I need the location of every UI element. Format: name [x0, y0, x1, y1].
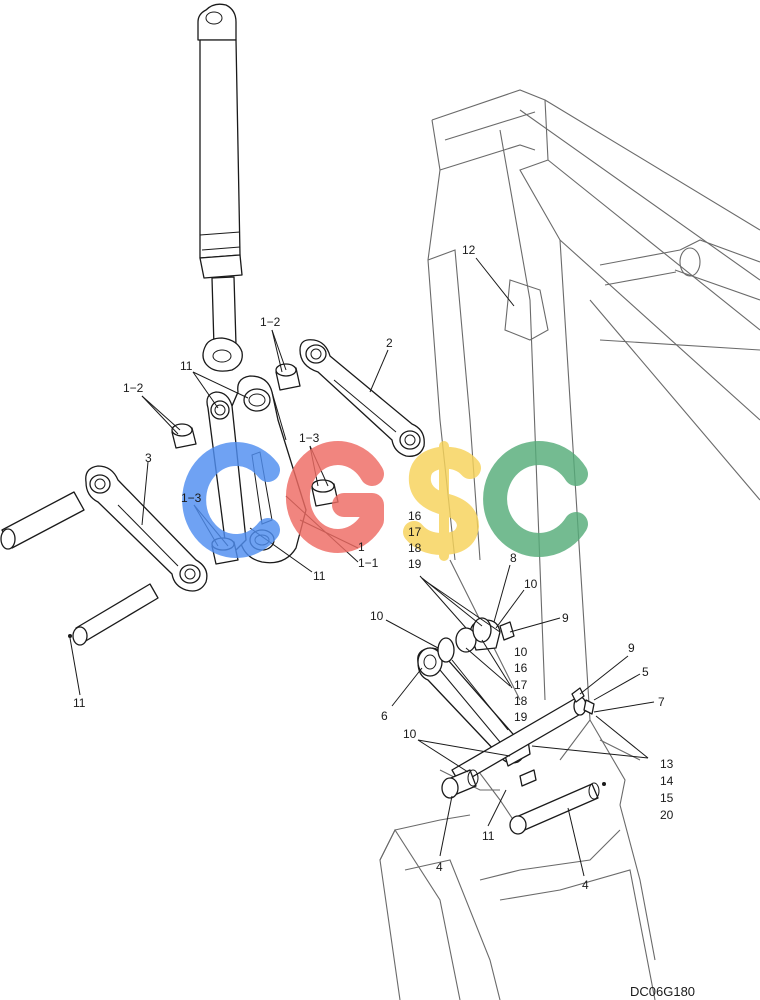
callout-3: 3: [145, 451, 152, 465]
callout-11-mid: 11: [313, 569, 326, 583]
callout-17-b: 17: [514, 678, 528, 692]
link-2: [299, 339, 425, 457]
callout-13: 13: [660, 757, 674, 771]
callout-1-2-left: 1−2: [123, 381, 144, 395]
callout-15: 15: [660, 791, 674, 805]
callout-1-2-top: 1−2: [260, 315, 281, 329]
pin-4-left: [441, 769, 479, 799]
callout-labels: 11 1−2 1−2 2 3 1−3 1−3 1 1−1 11 11 12 16…: [73, 243, 695, 999]
callout-7: 7: [658, 695, 665, 709]
callout-18-a: 18: [408, 541, 422, 555]
callout-1-1: 1−1: [358, 556, 379, 570]
bushings: [171, 363, 339, 565]
callout-1: 1: [358, 540, 365, 554]
callout-1-3-right: 1−3: [299, 431, 320, 445]
link-3: [85, 465, 208, 592]
watermark-letter-c-green: [483, 441, 588, 557]
callout-17-a: 17: [408, 525, 422, 539]
callout-6: 6: [381, 709, 388, 723]
callout-8: 8: [510, 551, 517, 565]
callout-11-left: 11: [73, 696, 86, 710]
pin-4-right: [509, 769, 606, 835]
callout-19-b: 19: [514, 710, 528, 724]
callout-18-b: 18: [514, 694, 528, 708]
callout-2: 2: [386, 336, 393, 350]
callout-10-d: 10: [403, 727, 417, 741]
callout-10-b: 10: [370, 609, 384, 623]
hydraulic-cylinder: [197, 3, 243, 372]
watermark-letter-g-red: [285, 441, 384, 553]
callout-11-top: 11: [180, 359, 193, 373]
callout-5: 5: [642, 665, 649, 679]
pins-left: [0, 491, 159, 646]
drawing-code: DC06G180: [630, 984, 695, 999]
callout-16-b: 16: [514, 661, 528, 675]
callout-4-left: 4: [436, 860, 443, 874]
arm-structure: [379, 89, 760, 1000]
callout-20: 20: [660, 808, 674, 822]
callout-11-bottom: 11: [482, 829, 495, 843]
callout-19-a: 19: [408, 557, 422, 571]
callout-14: 14: [660, 774, 674, 788]
callout-9-top: 9: [628, 641, 635, 655]
callout-10-a: 10: [524, 577, 538, 591]
callout-9-right: 9: [562, 611, 569, 625]
callout-16-a: 16: [408, 509, 422, 523]
callout-4-right: 4: [582, 878, 589, 892]
watermark-letter-c-blue: [182, 442, 280, 558]
callout-10-c: 10: [514, 645, 528, 659]
watermark-logo: [182, 441, 588, 561]
callout-12: 12: [462, 243, 476, 257]
callout-1-3-left: 1−3: [181, 491, 202, 505]
